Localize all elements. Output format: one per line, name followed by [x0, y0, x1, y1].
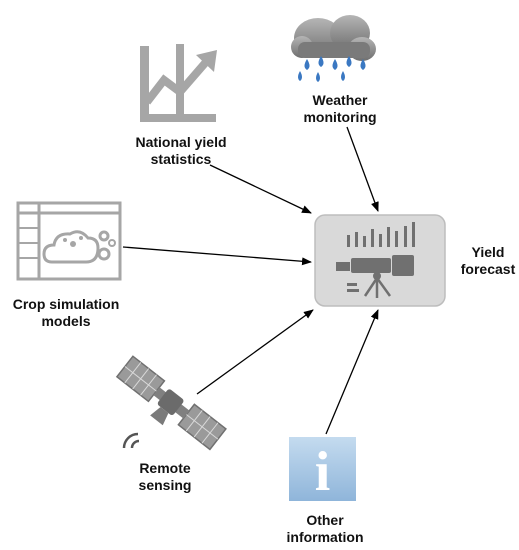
arrow-crop-to-forecast: [122, 246, 312, 266]
label-line: National yield: [135, 134, 227, 150]
label-line: forecast: [460, 261, 516, 277]
yield-forecast-box: [314, 214, 446, 307]
label-line: information: [286, 529, 364, 545]
label-line: statistics: [150, 151, 212, 167]
arrow-national-to-forecast: [209, 164, 312, 214]
remote-sensing-label: Remote sensing: [139, 460, 192, 494]
svg-text:i: i: [315, 441, 331, 503]
satellite-icon: [115, 355, 227, 451]
national-yield-statistics-label: National yield statistics: [135, 134, 226, 168]
label-line: Other: [306, 512, 344, 528]
label-line: monitoring: [303, 109, 377, 125]
simulation-screen-icon: [16, 201, 122, 281]
other-information-label: Other information: [287, 512, 364, 546]
arrow-remote-to-forecast: [196, 309, 314, 395]
info-icon: i: [289, 437, 356, 503]
label-line: sensing: [138, 477, 192, 493]
trend-chart-icon: [140, 44, 217, 122]
label-line: models: [41, 313, 91, 329]
telescope-icon: [336, 222, 415, 298]
weather-monitoring-label: Weather monitoring: [303, 92, 376, 126]
edges: [122, 126, 379, 435]
arrow-weather-to-forecast: [346, 126, 379, 212]
rain-cloud-icon: [291, 15, 376, 82]
arrow-other-to-forecast: [325, 309, 379, 435]
label-line: Yield: [471, 244, 505, 260]
label-line: Remote: [139, 460, 191, 476]
label-line: Weather: [312, 92, 368, 108]
label-line: Crop simulation: [12, 296, 120, 312]
crop-simulation-models-label: Crop simulation models: [13, 296, 120, 330]
yield-forecast-label: Yield forecast: [461, 244, 515, 278]
